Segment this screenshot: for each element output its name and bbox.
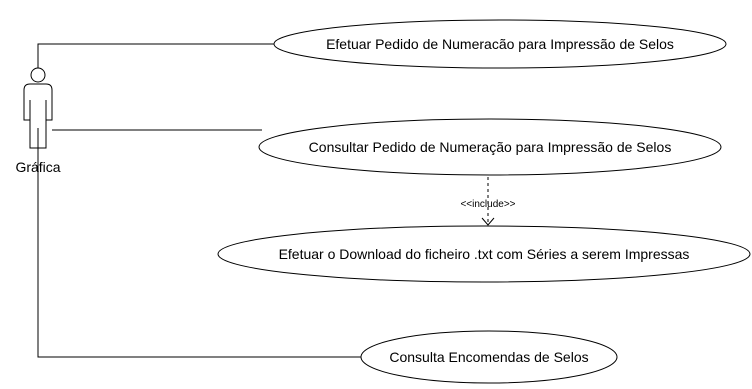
- actor-body: [23, 83, 53, 149]
- use-case-label: Consulta Encomendas de Selos: [389, 349, 588, 365]
- use-case-label: Consultar Pedido de Numeração para Impre…: [309, 139, 672, 155]
- use-case-ellipse: [273, 19, 727, 69]
- include-arrowhead: [481, 217, 495, 226]
- use-case-label: Efetuar o Download do ficheiro .txt com …: [279, 246, 690, 262]
- use-case-ellipse: [217, 225, 751, 283]
- use-case-ellipse: [360, 330, 618, 384]
- use-case-consulta-encomendas[interactable]: Consulta Encomendas de Selos: [360, 330, 618, 384]
- use-case-download-ficheiro[interactable]: Efetuar o Download do ficheiro .txt com …: [217, 225, 751, 283]
- actor-head: [30, 67, 46, 83]
- use-case-ellipse: [258, 118, 722, 176]
- association-uc4: [37, 148, 362, 358]
- actor-grafica[interactable]: Gráfica: [15, 67, 61, 175]
- association-uc1: [37, 43, 280, 68]
- use-case-consultar-pedido[interactable]: Consultar Pedido de Numeração para Impre…: [258, 118, 722, 176]
- use-case-efetuar-pedido[interactable]: Efetuar Pedido de Numeracão para Impress…: [273, 19, 727, 69]
- actor-name: Gráfica: [15, 159, 60, 175]
- use-case-label: Efetuar Pedido de Numeracão para Impress…: [326, 36, 674, 52]
- include-stereotype-label: <<include>>: [460, 199, 515, 210]
